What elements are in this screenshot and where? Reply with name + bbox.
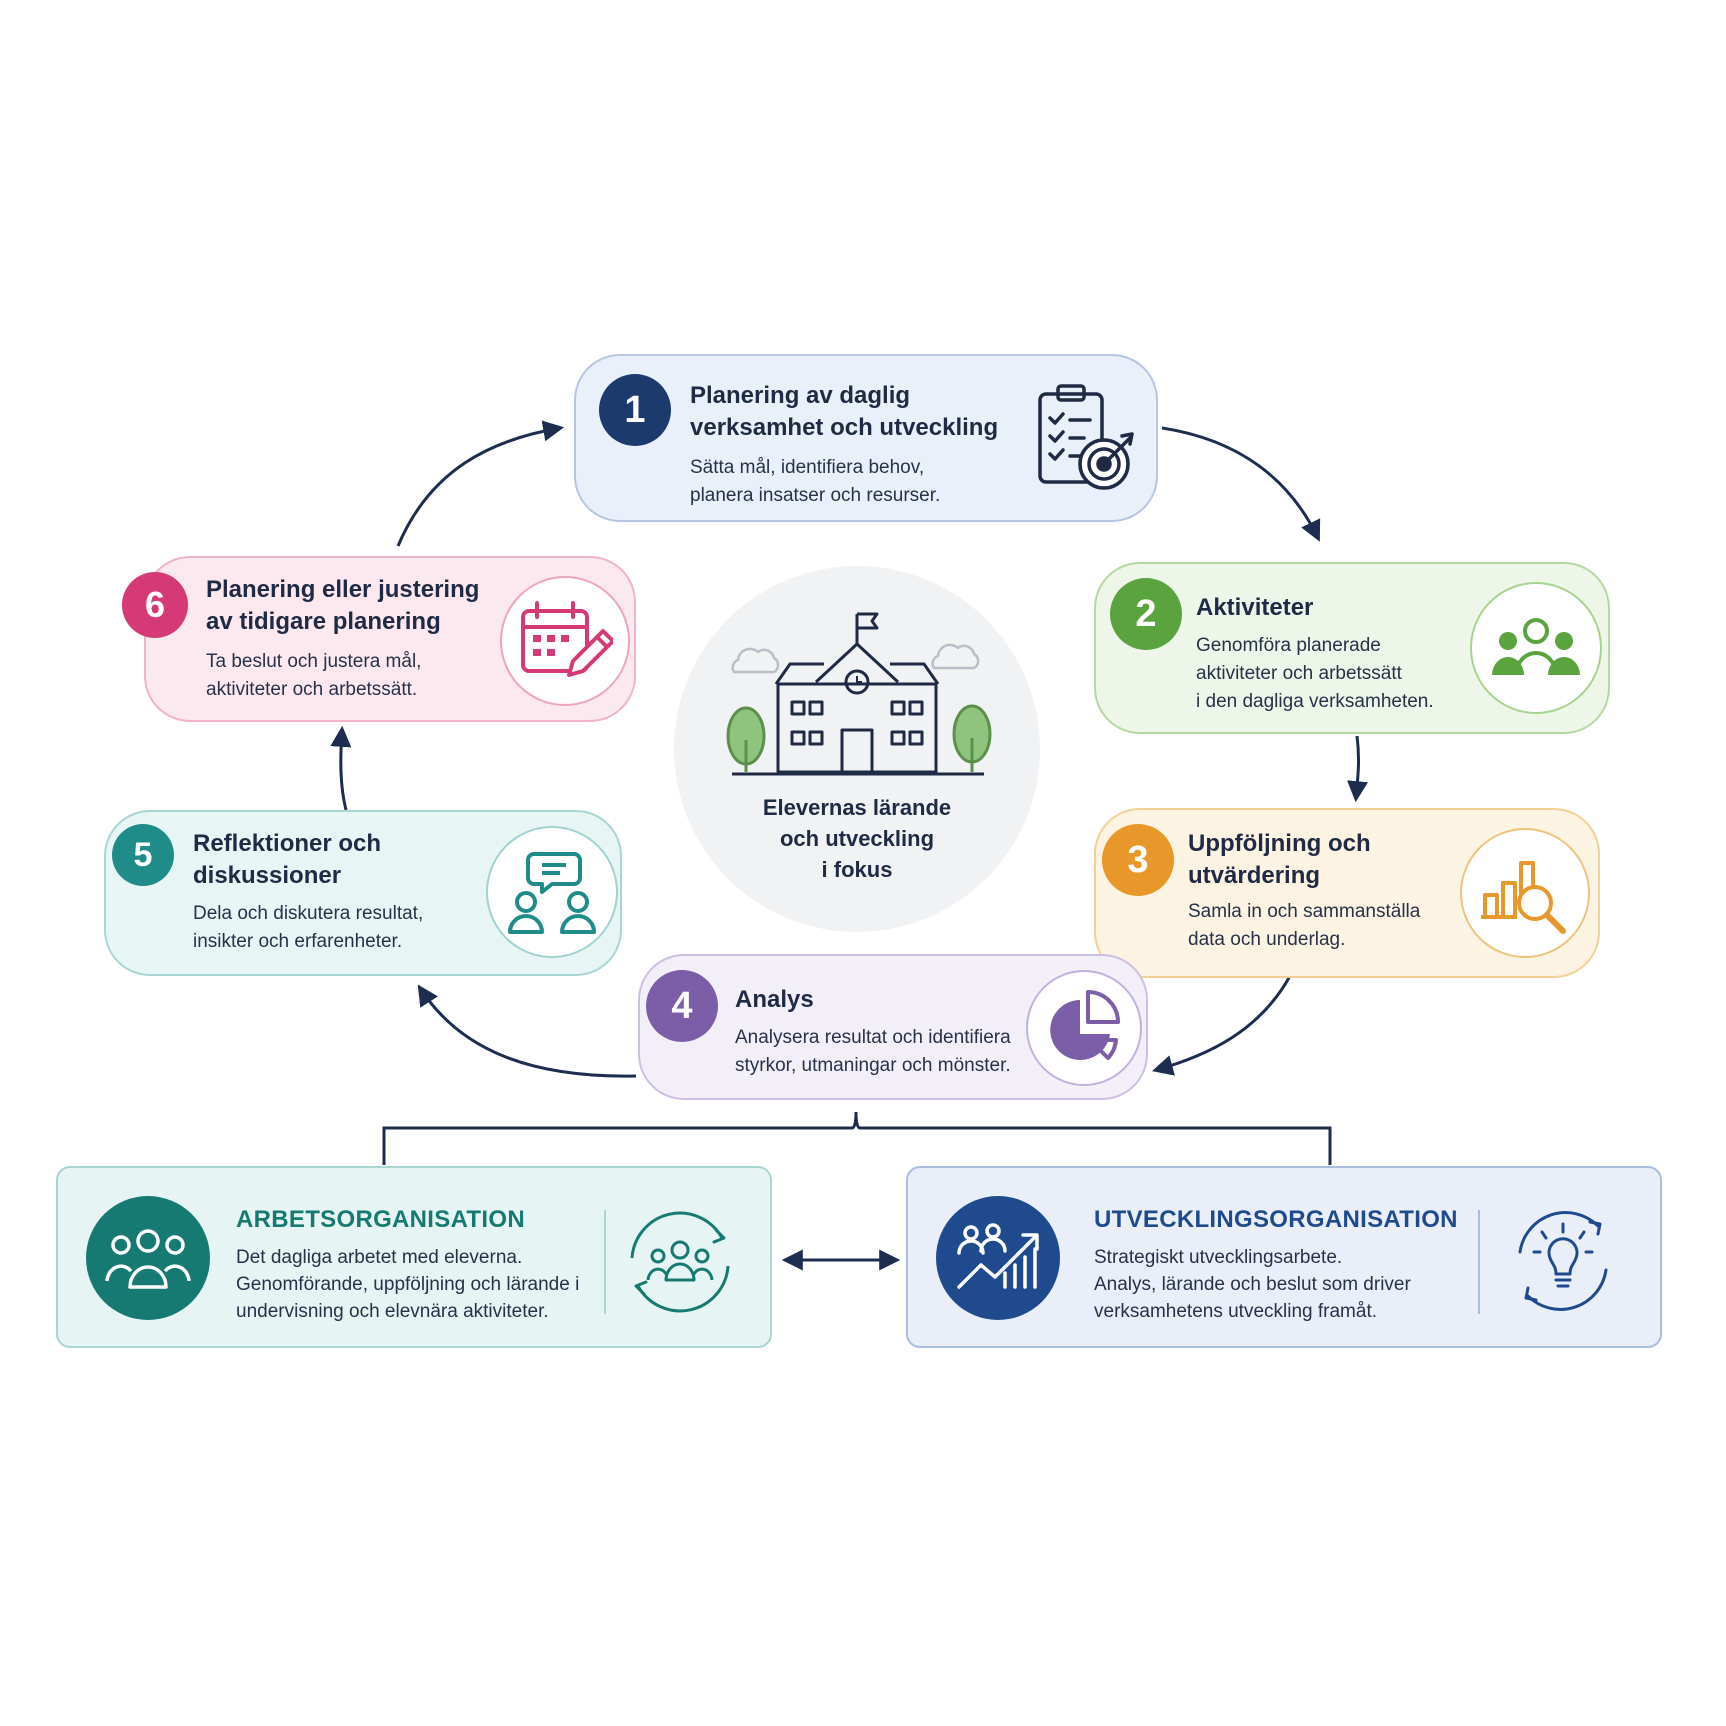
discussion-icon xyxy=(508,852,596,934)
step-1-planning-card xyxy=(574,354,1158,522)
step-1-description: Sätta mål, identifiera behov, planera in… xyxy=(690,457,941,506)
step-1-badge: 1 xyxy=(599,374,671,446)
step-5-description: Dela och diskutera resultat, insikter oc… xyxy=(193,903,424,952)
team-icon xyxy=(105,1229,191,1289)
development-organization-badge xyxy=(936,1196,1060,1320)
step-2-badge: 2 xyxy=(1110,578,1182,650)
step-3-icon-circle xyxy=(1460,828,1590,958)
arrow-6-to-1 xyxy=(396,420,565,547)
step-4-icon-circle xyxy=(1026,970,1142,1086)
step-4-badge: 4 xyxy=(646,970,718,1042)
step-3-badge: 3 xyxy=(1102,824,1174,896)
arrow-5-to-6 xyxy=(330,725,352,811)
step-3-description: Samla in och sammanställa data och under… xyxy=(1188,901,1421,950)
growth-chart-icon xyxy=(957,1223,1039,1289)
step-6-icon-circle xyxy=(500,576,630,706)
step-5-title: Reflektioner och diskussioner xyxy=(193,830,382,889)
work-organization-title: ARBETSORGANISATION xyxy=(236,1206,525,1233)
step-5-badge: 5 xyxy=(112,824,174,886)
step-6-description: Ta beslut och justera mål, aktiviteter o… xyxy=(206,651,422,700)
step-1-title: Planering av daglig verksamhet och utvec… xyxy=(690,382,999,441)
step-2-description: Genomföra planerade aktiviteter och arbe… xyxy=(1196,635,1434,712)
group-icon xyxy=(1492,618,1580,676)
development-organization-divider xyxy=(1478,1210,1480,1314)
step-3-title: Uppföljning och utvärdering xyxy=(1188,830,1371,889)
arrow-2-to-3 xyxy=(1347,735,1368,803)
arrow-3-to-4 xyxy=(1151,975,1292,1076)
org-bracket xyxy=(382,1111,1332,1165)
arrow-1-to-2 xyxy=(1161,426,1321,542)
center-label: Elevernas lärande och utveckling i fokus xyxy=(762,795,952,882)
school-icon xyxy=(716,600,998,790)
step-4-title: Analys xyxy=(735,986,814,1013)
lightbulb-cycle-icon xyxy=(1498,1196,1628,1326)
step-2-title: Aktiviteter xyxy=(1196,594,1314,621)
work-organization-divider xyxy=(604,1210,606,1314)
arrow-4-to-5 xyxy=(417,984,637,1078)
step-4-description: Analysera resultat och identifiera styrk… xyxy=(735,1027,1011,1076)
clipboard-target-icon xyxy=(1030,380,1140,498)
step-6-title: Planering eller justering av tidigare pl… xyxy=(206,576,480,635)
step-6-badge: 6 xyxy=(122,572,188,638)
step-2-icon-circle xyxy=(1470,582,1602,714)
development-organization-title: UTVECKLINGSORGANISATION xyxy=(1094,1206,1458,1233)
step-5-icon-circle xyxy=(486,826,618,958)
pie-chart-icon xyxy=(1050,990,1120,1060)
development-organization-description: Strategiskt utvecklingsarbete. Analys, l… xyxy=(1094,1247,1411,1322)
chart-magnifier-icon xyxy=(1481,861,1566,934)
work-organization-description: Det dagliga arbetet med eleverna. Genomf… xyxy=(236,1247,580,1322)
calendar-pencil-icon xyxy=(521,601,613,677)
team-cycle-icon xyxy=(618,1200,742,1324)
work-organization-badge xyxy=(86,1196,210,1320)
